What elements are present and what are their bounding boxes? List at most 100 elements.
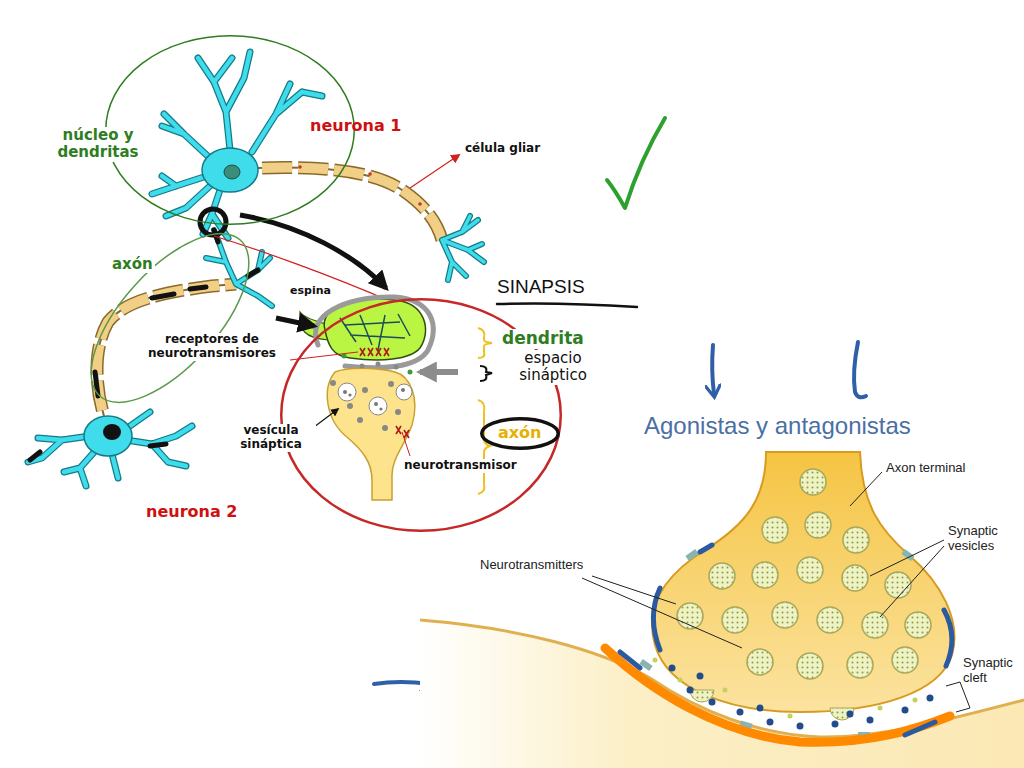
- text-holder: neurona 1: [310, 117, 401, 135]
- synapse-illustration-part: [902, 707, 909, 714]
- synapse-illustration-part: [885, 572, 911, 598]
- text-holder: célula gliar: [465, 142, 540, 156]
- part-label: Axon terminal: [886, 461, 965, 476]
- text-holder: Synaptic cleft: [963, 656, 1019, 686]
- synapse-illustration-part: [843, 527, 869, 553]
- part-label: vesícula sináptica: [226, 424, 316, 452]
- neuron-one-part: [368, 172, 372, 176]
- synapse-illustration-part: [747, 649, 773, 675]
- synapse-zoom-part: [343, 390, 347, 394]
- region-outline: axón: [70, 228, 270, 408]
- neuron-one-part: [418, 202, 422, 206]
- synapse-zoom-part: [388, 381, 394, 387]
- synapse-zoom-part: [327, 368, 415, 500]
- title: Agonistas y antagonistas: [644, 412, 911, 440]
- part-label: espina: [290, 285, 331, 298]
- brackets-part: [497, 303, 637, 307]
- synapse-illustration-part: [762, 517, 788, 543]
- neuron-one-part: [298, 165, 302, 169]
- synapse-illustration-part: [862, 612, 888, 638]
- synapse-illustration-part: [892, 647, 918, 673]
- neuron-two-part: [103, 424, 121, 440]
- zoom-pointers-part: [240, 215, 386, 288]
- leader-lines-part: [850, 472, 882, 506]
- synapse-illustration-part: [772, 602, 798, 628]
- zoom-pointers: [200, 209, 392, 302]
- synapse-illustration-part: [797, 653, 823, 679]
- text-holder: neurona 2: [146, 503, 237, 521]
- text-holder: SINAPSIS: [497, 276, 585, 298]
- synapse-illustration-part: [867, 717, 874, 724]
- text-holder: vesícula sináptica: [226, 424, 316, 452]
- synapse-zoom-part: [395, 409, 401, 415]
- neuron-label: neurona 1: [310, 117, 401, 135]
- part-label: neurotransmisor: [402, 459, 519, 473]
- leader-lines-part: [870, 540, 944, 617]
- leader-lines-part: [582, 576, 742, 648]
- synapse-illustration-part: [757, 705, 764, 712]
- text-holder: Neurotransmitters: [480, 558, 583, 573]
- synapse-zoom-part: [340, 314, 410, 350]
- part-label: receptores de neurotransmisores: [136, 333, 288, 361]
- synapse-zoom-part: [362, 387, 368, 393]
- synapse-illustration-part: [800, 469, 826, 495]
- synapse-illustration-part: [737, 709, 744, 716]
- part-label: dendrita: [500, 329, 586, 349]
- part-label: axón: [498, 424, 542, 442]
- synapse-zoom-part: [330, 380, 336, 386]
- text-holder: espacio sináptico: [508, 350, 598, 385]
- synapse-illustration-part: [652, 452, 954, 712]
- synapse-illustration: [420, 452, 1024, 768]
- part-label: Neurotransmitters: [480, 558, 583, 573]
- region-outline-line: [64, 208, 276, 428]
- neuron-one-part: [224, 165, 240, 179]
- synapse-illustration-part: [709, 699, 716, 706]
- synapse-illustration-part: [797, 557, 823, 583]
- synapse-illustration-part: [697, 673, 704, 680]
- synapse-zoom-part: [402, 432, 410, 456]
- part-label: Synaptic vesicles: [948, 524, 1018, 554]
- neuron-two-part: [28, 412, 192, 486]
- synapse-zoom-part: [360, 364, 365, 369]
- text-holder: neurotransmisor: [402, 459, 519, 473]
- synapse-illustration-part: [927, 695, 934, 702]
- synapse-illustration-part: [913, 698, 918, 703]
- zoom-circle: dendritaespacio sinápticoneurotransmisor…: [280, 298, 562, 532]
- synapse-zoom-part: [394, 365, 399, 370]
- part-label: célula gliar: [465, 142, 540, 156]
- glial-arrow: [410, 155, 459, 188]
- synapse-illustration-part: [878, 706, 883, 711]
- synapse-illustration-part: [678, 678, 683, 683]
- neuron-two-part: [28, 412, 192, 486]
- text-holder: Synaptic vesicles: [948, 524, 1018, 554]
- synapse-illustration-part: [905, 612, 931, 638]
- synapse-zoom-part: [360, 348, 409, 438]
- brackets-part: [478, 400, 490, 494]
- synapse-illustration-part: [842, 565, 868, 591]
- neuron-one-part: [202, 148, 258, 192]
- leader-lines-part: [946, 682, 970, 712]
- synapse-zoom-part: [374, 402, 378, 406]
- synapse-zoom-part: [376, 362, 381, 367]
- text-holder: axón: [498, 424, 542, 442]
- neuron-one: [152, 52, 484, 280]
- synapse-zoom-part: [396, 384, 412, 400]
- text-holder: espina: [290, 285, 331, 298]
- synapse-zoom-part: [316, 297, 434, 368]
- part-label: Synaptic cleft: [963, 656, 1019, 686]
- check-mark-part: [607, 118, 665, 208]
- synapse-illustration-part: [709, 563, 735, 589]
- neuron-one-part: [442, 216, 484, 280]
- synapse-illustration-part: [832, 721, 839, 728]
- synapse-illustration-part: [653, 658, 658, 663]
- check-mark: [607, 118, 665, 208]
- synapse-illustration-part: [723, 688, 728, 693]
- synapse-illustration-part: [687, 687, 694, 694]
- synapse-illustration-part: [788, 714, 793, 719]
- synapse-illustration-part: [805, 512, 831, 538]
- synapse-zoom-part: [338, 383, 356, 401]
- text-holder: dendrita: [500, 329, 586, 349]
- neuron-label: neurona 2: [146, 503, 237, 521]
- circled-label: axón: [480, 417, 560, 450]
